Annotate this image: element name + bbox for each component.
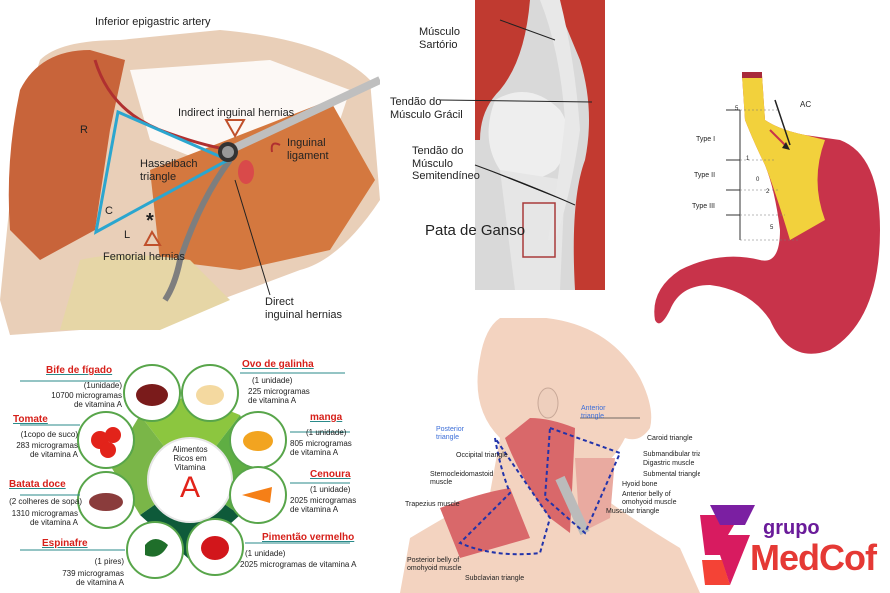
neck-scm-label: Sternocleidomastoid muscle — [430, 471, 494, 487]
vitamin-item-amount-7: 2025 microgramas de vitamina A — [240, 560, 357, 569]
vitamin-panel: Alimentos Ricos em Vitamina A Bife de fí… — [0, 355, 380, 593]
neck-anterior-belly-label: Anterior belly of omohyoid muscle — [622, 491, 677, 507]
vitamin-item-amount-2: 1310 microgramas de vitamina A — [11, 509, 78, 528]
vitamin-item-amount-3: 739 microgramas de vitamina A — [62, 569, 124, 588]
vitamin-item-name-3: Espinafre — [42, 538, 88, 549]
logo-mark-icon — [700, 505, 755, 585]
vitamin-item-qty-4: (1 unidade) — [252, 376, 293, 385]
hernia-indirect-label: Indirect inguinal hernias — [178, 107, 295, 119]
hernia-panel: Inferior epigastric artery Indirect ingu… — [0, 0, 380, 335]
neck-anterior-label: Anterior triangle — [581, 405, 606, 421]
vitamin-item-qty-6: (1 unidade) — [310, 485, 351, 494]
hernia-inguinal-label: Inguinal ligament — [287, 137, 329, 162]
vitamin-letter: A — [179, 471, 200, 504]
vitamin-item-amount-5: 805 microgramas de vitamina A — [290, 439, 352, 458]
vitamin-item-qty-3: (1 pires) — [94, 557, 124, 566]
stomach-n2: 2 — [766, 189, 770, 195]
vitamin-item-amount-1: 283 microgramas de vitamina A — [16, 441, 78, 460]
knee-pata-label: Pata de Ganso — [425, 222, 526, 239]
neck-muscular-label: Muscular triangle — [606, 508, 660, 515]
vitamin-center-text: Alimentos Ricos em Vitamina — [172, 445, 208, 473]
stomach-panel: AC Type I Type II Type III 5 1 0 2 5 — [650, 60, 890, 365]
neck-hyoid-label: Hyoid bone — [622, 481, 658, 488]
vitamin-item-name-2: Batata doce — [9, 479, 66, 490]
vitamin-item-name-7: Pimentão vermelho — [262, 532, 355, 543]
vitamin-item-qty-0: (1unidade) — [83, 381, 122, 390]
stomach-n0: 0 — [756, 177, 760, 183]
neck-subclavian-label: Subclavian triangle — [465, 575, 525, 582]
vitamin-item-qty-7: (1 unidade) — [245, 549, 286, 558]
hernia-femoral-label: Femorial hernias — [103, 251, 185, 263]
hernia-asterisk: * — [146, 210, 154, 232]
neck-trapezius-label: Trapezius muscle — [405, 501, 460, 508]
stomach-type2-label: Type II — [694, 172, 716, 179]
vitamin-item-amount-4: 225 microgramas de vitamina A — [248, 387, 310, 406]
neck-posterior-label: Posterior triangle — [436, 426, 465, 442]
neck-occipital-label: Occipital triangle — [456, 452, 508, 459]
stomach-n1: 1 — [746, 156, 750, 162]
vitamin-item-name-1: Tomate — [13, 414, 48, 425]
neck-digastric-label: Digastric muscle — [643, 460, 695, 467]
vitamin-item-name-6: Cenoura — [310, 469, 351, 480]
vitamin-item-name-5: manga — [310, 412, 343, 423]
neck-submental-label: Submental triangle — [643, 471, 700, 478]
knee-sartorio-label: Músculo Sartório — [419, 26, 460, 51]
hernia-illustration — [0, 0, 380, 335]
stomach-type1-label: Type I — [696, 136, 716, 143]
medcof-logo: grupo MedCof — [700, 505, 885, 590]
knee-illustration — [380, 0, 650, 300]
stomach-type3-label: Type III — [692, 203, 715, 210]
neck-panel: Posterior triangle Anterior triangle Occ… — [400, 318, 700, 593]
logo-grupo-text: grupo — [763, 517, 820, 539]
hernia-title: Inferior epigastric artery — [95, 16, 211, 28]
vitamin-item-name-4: Ovo de galinha — [242, 359, 314, 370]
hernia-l-label: L — [124, 229, 131, 241]
hernia-hasselbach-label: Hasselbach triangle — [140, 158, 198, 183]
logo-brand-text: MedCof — [750, 537, 877, 578]
neck-submand-label: Submandibular triangle — [643, 451, 700, 458]
vitamin-item-amount-6: 2025 microgramas de vitamina A — [290, 496, 357, 515]
vitamin-wheel — [20, 364, 350, 579]
stomach-n5b: 5 — [770, 225, 774, 231]
vitamin-item-name-0: Bife de fígado — [46, 365, 113, 376]
vitamin-item-qty-5: (1 unidade) — [306, 428, 347, 437]
hernia-c-label: C — [105, 205, 113, 217]
neck-caroid-label: Caroid triangle — [647, 435, 693, 442]
hernia-direct-label: Direct inguinal hernias — [265, 296, 343, 321]
vitamin-item-amount-0: 10700 microgramas de vitamina A — [51, 391, 122, 410]
hernia-r-label: R — [80, 124, 88, 136]
stomach-n5a: 5 — [735, 106, 739, 112]
knee-semitendineo-label: Tendão do Músculo Semitendíneo — [412, 145, 480, 183]
vitamin-item-qty-2: (2 colheres de sopa) — [9, 497, 82, 506]
knee-panel: Músculo Sartório Tendão do Músculo Gráci… — [380, 0, 650, 300]
vitamin-item-qty-1: (1copo de suco) — [20, 430, 78, 439]
knee-gracil-label: Tendão do Músculo Grácil — [390, 96, 463, 121]
neck-illustration — [400, 318, 700, 593]
stomach-illustration — [654, 72, 880, 354]
stomach-ac-label: AC — [800, 100, 812, 109]
neck-belly-label: Posterior belly of omohyoid muscle — [407, 557, 462, 573]
